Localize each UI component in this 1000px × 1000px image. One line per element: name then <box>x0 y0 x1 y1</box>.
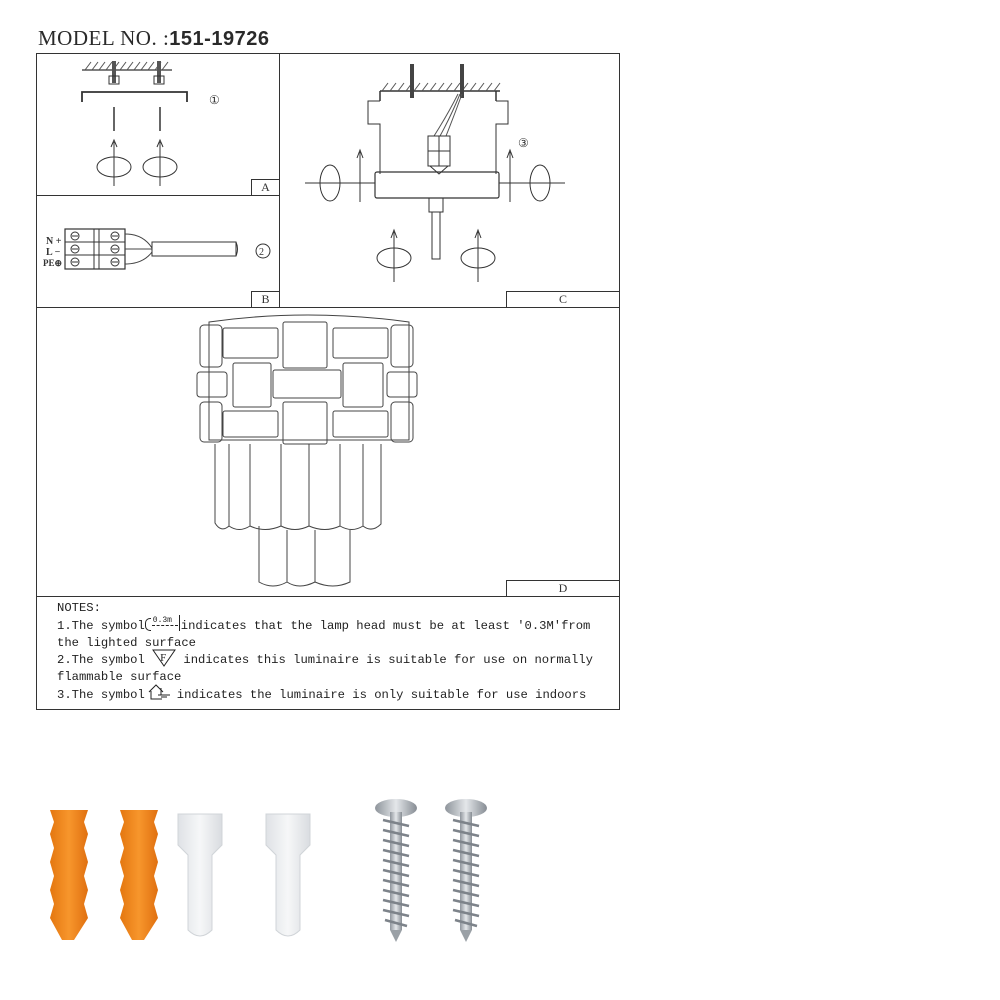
model-title: MODEL NO. :151-19726 <box>38 26 269 51</box>
wire-connector-2 <box>265 813 311 937</box>
distance-symbol-icon: 0.3m <box>144 614 181 631</box>
wall-anchor-1 <box>50 810 88 940</box>
assembled-lamp-drawing <box>196 314 418 587</box>
indoor-only-icon <box>145 684 177 700</box>
body-mount-diagram: ③ <box>305 64 565 282</box>
svg-text:L −: L − <box>46 247 61 258</box>
model-label: MODEL NO. : <box>38 26 170 50</box>
svg-text:③: ③ <box>518 136 529 150</box>
svg-text:PE⊕: PE⊕ <box>43 258 62 268</box>
wall-anchor-2 <box>120 810 158 940</box>
step-number: 2 <box>259 247 264 258</box>
terminal-wiring-diagram: N + L − PE⊕ 2 <box>43 228 271 270</box>
panel-tag-c: C <box>506 291 619 307</box>
svg-text:①: ① <box>209 93 220 107</box>
screw-1 <box>375 799 417 942</box>
note-2: 2.The symbol F indicates this luminaire … <box>57 649 593 668</box>
note-2-cont: flammable surface <box>57 670 182 685</box>
svg-text:N +: N + <box>46 236 62 247</box>
bracket-mount-diagram: ① <box>81 61 220 186</box>
panel-c: ③ C <box>279 53 620 308</box>
panel-tag-a: A <box>251 179 279 195</box>
model-number: 151-19726 <box>169 28 270 50</box>
note-1-cont: the lighted surface <box>57 635 196 650</box>
panel-tag-d: D <box>506 580 619 596</box>
notes-heading: NOTES: <box>57 601 101 615</box>
wire-connector-1 <box>177 813 223 937</box>
screw-2 <box>445 799 487 942</box>
panel-d: D <box>36 307 620 597</box>
panel-tag-b: B <box>251 291 279 307</box>
hardware-kit <box>50 799 487 942</box>
panel-b: N + L − PE⊕ 2 B <box>36 195 280 308</box>
panel-a: ① A <box>36 53 280 196</box>
flammable-surface-icon: F <box>152 649 177 668</box>
